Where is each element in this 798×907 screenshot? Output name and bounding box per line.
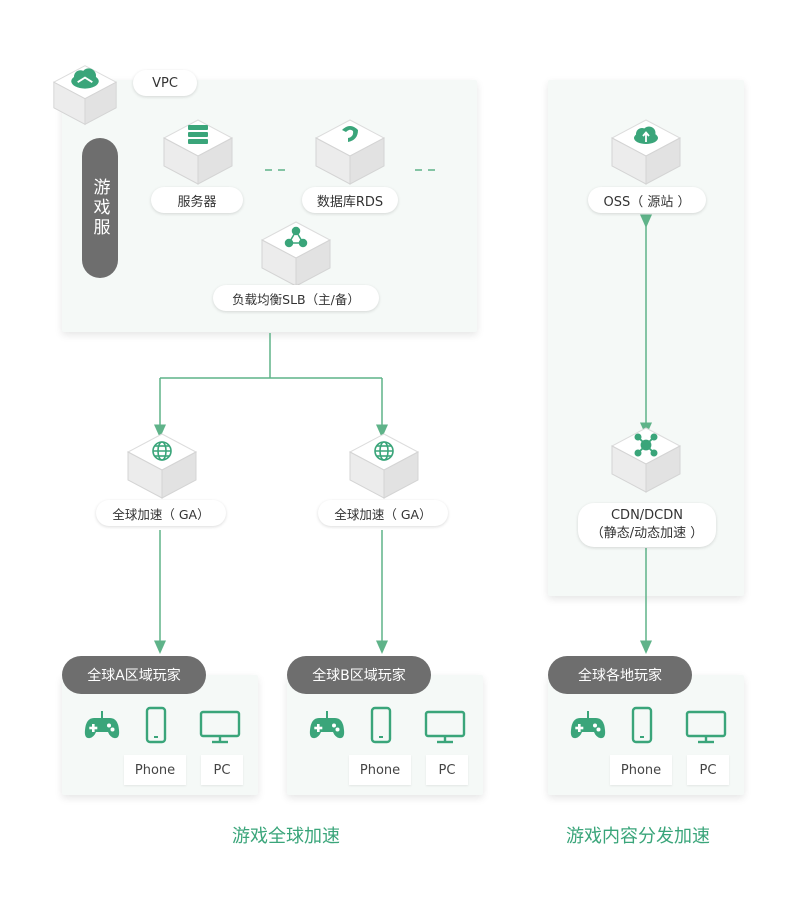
region-b-pc-label: PC [426, 755, 468, 785]
footer-right-caption: 游戏内容分发加速 [566, 826, 710, 847]
gamepad-icon [83, 710, 121, 742]
server-rack-icon [188, 125, 208, 144]
game-server-label: 游戏服 [82, 138, 118, 278]
slb-label: 负载均衡SLB（主/备） [213, 285, 379, 311]
region-a-pc-label: PC [201, 755, 243, 785]
globe-icon [374, 441, 394, 461]
phone-icon [145, 706, 167, 744]
ga-left-label: 全球加速（ GA） [96, 500, 226, 526]
cloud-upload-icon [634, 126, 658, 144]
database-icon [342, 126, 358, 142]
server-label: 服务器 [151, 187, 243, 213]
rds-label: 数据库RDS [302, 187, 398, 213]
oss-label: OSS（ 源站 ） [588, 187, 706, 213]
ga-right-cube [346, 430, 422, 502]
region-b-title: 全球B区域玩家 [287, 656, 431, 694]
globe-icon [152, 441, 172, 461]
cdn-cube [608, 424, 684, 496]
region-a-phone-label: Phone [124, 755, 186, 785]
phone-icon [370, 706, 392, 744]
region-a-title: 全球A区域玩家 [62, 656, 206, 694]
cdn-label-line2: （静态/动态加速 ） [590, 526, 704, 541]
server-cube [160, 116, 236, 188]
cdn-label-line1: CDN/DCDN [610, 508, 683, 523]
region-b-phone-label: Phone [349, 755, 411, 785]
ga-left-cube [124, 430, 200, 502]
phone-icon [631, 706, 653, 744]
monitor-icon [685, 710, 727, 744]
monitor-icon [424, 710, 466, 744]
monitor-icon [199, 710, 241, 744]
gamepad-icon [569, 710, 607, 742]
vpc-cube [50, 62, 120, 128]
network-hub-icon [634, 433, 658, 457]
footer-left-caption: 游戏全球加速 [232, 826, 340, 847]
load-balancer-icon [284, 226, 308, 248]
region-c-title: 全球各地玩家 [548, 656, 692, 694]
vpc-label: VPC [133, 70, 197, 96]
ga-right-label: 全球加速（ GA） [318, 500, 448, 526]
rds-cube [312, 116, 388, 188]
oss-cube [608, 116, 684, 188]
cdn-label: CDN/DCDN （静态/动态加速 ） [578, 503, 716, 547]
gamepad-icon [308, 710, 346, 742]
region-c-phone-label: Phone [610, 755, 672, 785]
region-c-pc-label: PC [687, 755, 729, 785]
cloud-icon [71, 68, 99, 89]
slb-cube [258, 218, 334, 290]
